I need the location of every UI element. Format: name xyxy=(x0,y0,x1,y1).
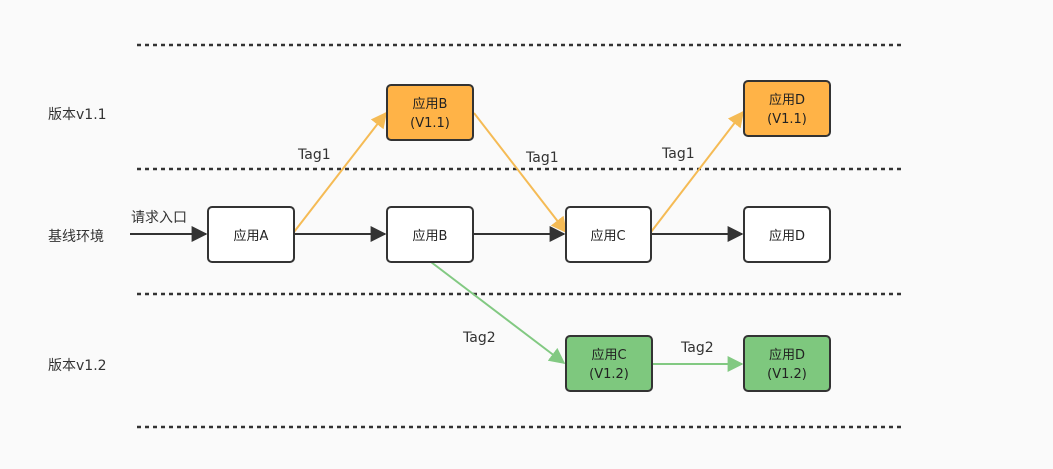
node-v11-b-version: (V1.1) xyxy=(410,116,450,131)
edge-label-b-v11-to-c: Tag1 xyxy=(525,150,559,166)
node-base-b: 应用B xyxy=(386,206,474,263)
node-v12-c-label: 应用C xyxy=(591,347,626,363)
node-v11-b-label: 应用B xyxy=(413,96,448,112)
lane-label-v12: 版本v1.2 xyxy=(48,358,107,374)
node-v12-c: 应用C (V1.2) xyxy=(565,335,653,392)
lane-label-v11: 版本v1.1 xyxy=(48,107,107,123)
node-base-c: 应用C xyxy=(565,206,652,263)
node-base-a: 应用A xyxy=(207,206,295,263)
node-base-c-label: 应用C xyxy=(590,228,625,244)
edge-b-v11-to-c xyxy=(473,112,567,234)
node-base-b-label: 应用B xyxy=(413,228,448,244)
edge-label-a-to-b-v11: Tag1 xyxy=(297,147,331,163)
node-v12-d-label: 应用D xyxy=(769,347,805,363)
node-v11-d-box xyxy=(743,80,831,137)
edge-label-c-v12-to-d-v12: Tag2 xyxy=(680,340,714,356)
node-v12-d-box xyxy=(743,335,831,392)
edge-a-to-b-v11 xyxy=(293,111,387,233)
edge-label-b-to-c-v12: Tag2 xyxy=(462,330,496,346)
node-base-d: 应用D xyxy=(743,206,831,263)
edge-b-to-c-v12 xyxy=(430,261,566,364)
node-v11-b-box xyxy=(386,84,474,141)
node-base-d-label: 应用D xyxy=(769,228,805,244)
node-v11-b: 应用B (V1.1) xyxy=(386,84,474,141)
node-v12-c-version: (V1.2) xyxy=(589,367,629,382)
edge-label-c-to-d-v11: Tag1 xyxy=(661,146,695,162)
node-v11-d: 应用D (V1.1) xyxy=(743,80,831,137)
node-v12-d: 应用D (V1.2) xyxy=(743,335,831,392)
edge-c-to-d-v11 xyxy=(650,110,744,233)
node-v11-d-version: (V1.1) xyxy=(767,112,807,127)
lane-label-base: 基线环境 xyxy=(48,228,104,245)
node-v12-c-box xyxy=(565,335,653,392)
node-base-a-label: 应用A xyxy=(234,228,269,244)
node-v12-d-version: (V1.2) xyxy=(767,367,807,382)
entry-label: 请求入口 xyxy=(131,210,187,226)
node-v11-d-label: 应用D xyxy=(769,92,805,108)
